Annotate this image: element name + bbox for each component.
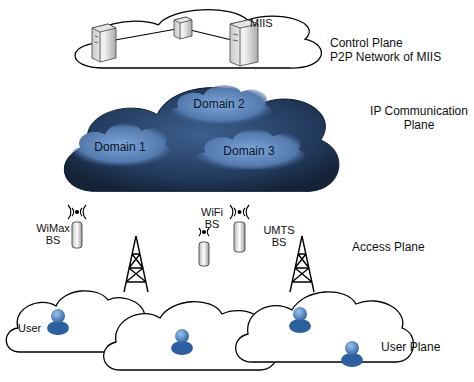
domain-cloud: Domain 2 xyxy=(164,80,274,128)
device-label: User xyxy=(18,322,52,334)
device-label: WiFi BS xyxy=(196,206,228,230)
ip-cloud: IP Communication PlaneDomain 2Domain 1Do… xyxy=(52,74,344,202)
server-group xyxy=(64,2,326,74)
antenna-symbol xyxy=(68,205,249,266)
user-icons xyxy=(47,307,363,367)
control-cloud: Control PlaneP2P Network of MIIS xyxy=(64,2,326,74)
domain-label: Domain 1 xyxy=(66,140,174,154)
plane-label: Access Plane xyxy=(352,240,452,254)
device-label: WiMax BS xyxy=(36,222,70,246)
domain-label: Domain 3 xyxy=(190,144,308,158)
cloud-shape xyxy=(75,10,321,68)
device-label: UMTS BS xyxy=(262,224,296,248)
domain-label: Domain 2 xyxy=(164,97,274,111)
device-label: MIIS xyxy=(250,17,290,29)
plane-label: Control Plane xyxy=(330,36,470,50)
domain-cloud: Domain 1 xyxy=(66,118,174,170)
cloud-shape xyxy=(64,88,339,192)
plane-label: P2P Network of MIIS xyxy=(330,50,470,64)
user-clouds xyxy=(6,291,413,370)
plane-label: IP Communication Plane xyxy=(367,104,471,132)
domain-cloud: Domain 3 xyxy=(190,124,308,174)
plane-label: User Plane xyxy=(381,340,471,354)
